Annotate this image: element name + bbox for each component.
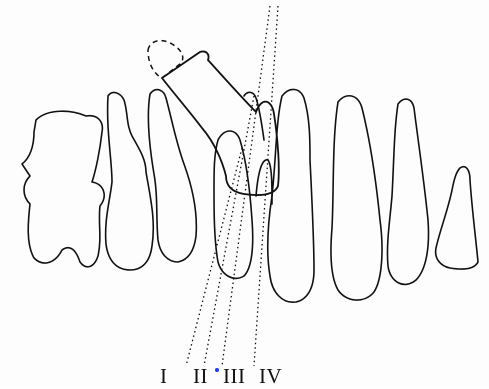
- zone-label-2: II: [193, 364, 208, 389]
- erupting-tooth: [214, 131, 253, 278]
- zone-label-4: IV: [259, 364, 282, 389]
- first-premolar-tooth: [106, 93, 154, 270]
- impacted-tooth-dashed-crown: [148, 41, 183, 78]
- lateral-incisor-tooth: [387, 99, 428, 284]
- molar-tooth: [22, 111, 104, 267]
- overlapping-root: [256, 160, 272, 204]
- partial-right-tooth: [436, 167, 478, 269]
- marker-dot: [215, 368, 219, 372]
- second-premolar-tooth: [148, 90, 196, 262]
- central-incisor-tooth: [331, 96, 382, 300]
- zone-label-1: I: [160, 364, 168, 389]
- impacted-tooth-crown-tip: [244, 92, 264, 140]
- zone-label-3: III: [223, 364, 245, 389]
- sector-line-2: [204, 96, 254, 366]
